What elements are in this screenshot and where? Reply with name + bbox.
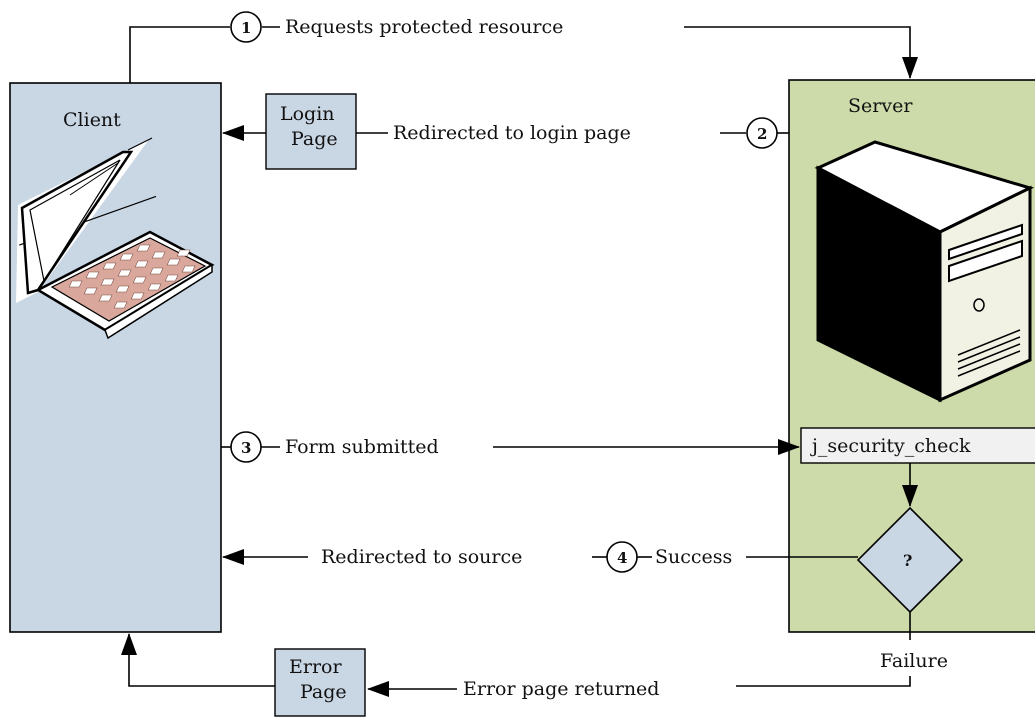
error-page-line2: Page [300, 681, 347, 703]
failure-label: Failure [880, 650, 948, 672]
step-2-label: Redirected to login page [393, 122, 631, 144]
step-3-badge: 3 [230, 431, 262, 463]
login-page-line1: Login [280, 103, 335, 125]
client-title: Client [63, 109, 121, 131]
step-4-label: Success [655, 546, 732, 568]
step-3-number: 3 [241, 439, 251, 457]
security-check-box [800, 427, 1035, 464]
server-icon [814, 140, 1035, 403]
redirected-to-source-label: Redirected to source [321, 546, 522, 568]
step-4-number: 4 [617, 549, 627, 567]
step-1-badge: 1 [230, 11, 262, 43]
step-4-badge: 4 [606, 541, 638, 573]
step-1-label: Requests protected resource [285, 16, 563, 38]
decision-label: ? [903, 551, 912, 570]
step-2-badge: 2 [746, 117, 778, 149]
step-1-number: 1 [241, 19, 251, 37]
error-page-returned-label: Error page returned [463, 678, 659, 700]
error-page-box [274, 648, 366, 717]
laptop-icon [16, 137, 215, 340]
step-3-label: Form submitted [285, 436, 439, 458]
error-page-line1: Error [289, 656, 342, 678]
server-title: Server [848, 95, 913, 117]
login-page-line2: Page [291, 128, 338, 150]
step-2-number: 2 [757, 125, 767, 143]
login-page-box [265, 93, 357, 170]
security-check-label: j_security_check [810, 435, 971, 457]
